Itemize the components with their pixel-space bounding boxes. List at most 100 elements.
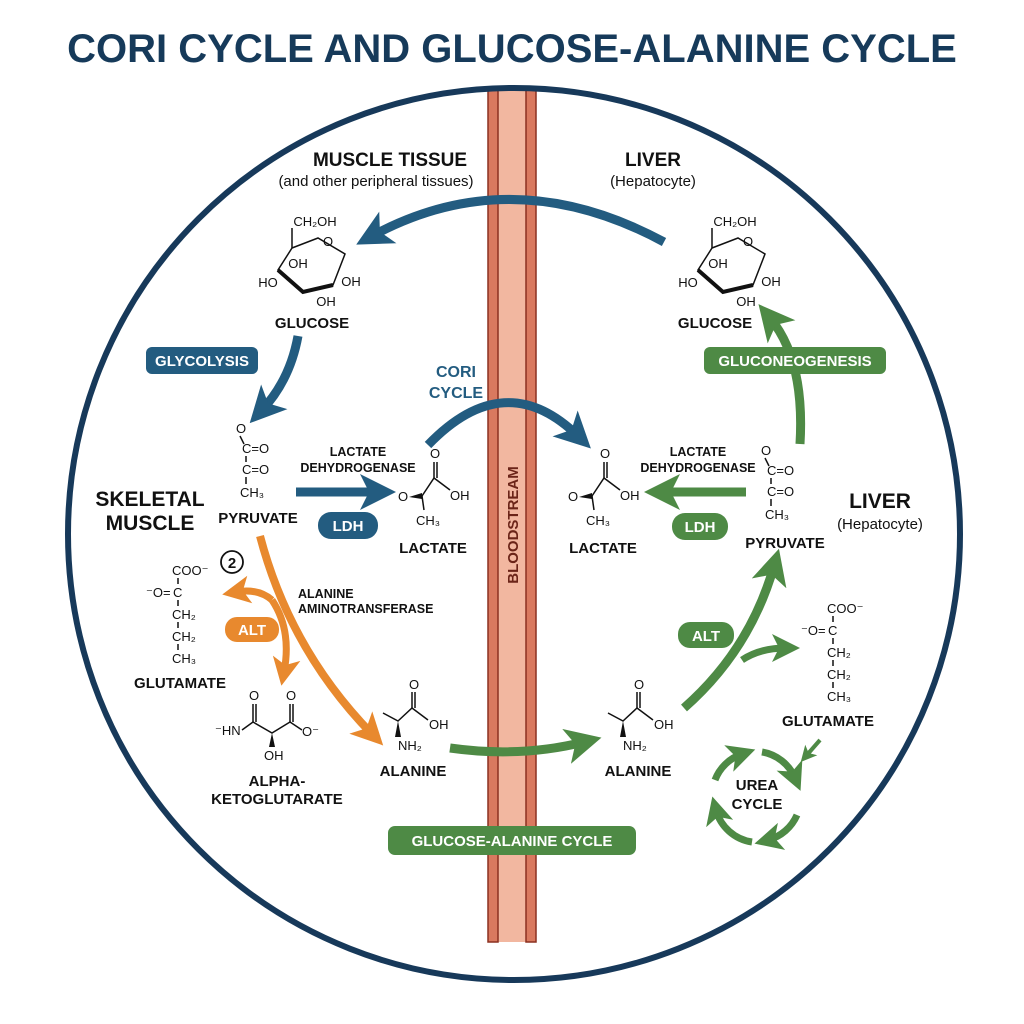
muscle-tissue-title: MUSCLE TISSUE [313, 150, 467, 171]
svg-text:OH: OH [654, 717, 674, 732]
svg-text:HO: HO [678, 275, 698, 290]
liver-title: LIVER [625, 150, 681, 171]
svg-text:O: O [236, 421, 246, 436]
glutamate-to-urea-arrow [800, 738, 822, 763]
alt-name-2: AMINOTRANSFERASE [298, 602, 433, 616]
liver-right-title: LIVER [849, 490, 911, 513]
svg-text:ALT: ALT [692, 628, 720, 645]
svg-text:OH: OH [620, 488, 640, 503]
svg-text:⁻O=: ⁻O= [801, 623, 826, 638]
svg-text:OH: OH [264, 748, 284, 763]
lactate-liver-structure: O O OH CH₃ LACTATE [568, 446, 640, 557]
muscle-tissue-subtitle: (and other peripheral tissues) [278, 173, 473, 190]
svg-text:O: O [430, 446, 440, 461]
alt-name-1: ALANINE [298, 587, 354, 601]
svg-text:OH: OH [761, 274, 781, 289]
cori-cycle-label-2: CYCLE [429, 385, 484, 402]
svg-text:C=O: C=O [242, 462, 269, 477]
svg-text:OH: OH [341, 274, 361, 289]
cell-boundary-circle [65, 85, 963, 983]
ldh-muscle-badge: LDH [318, 512, 378, 539]
cori-cycle-label-1: CORI [436, 364, 476, 381]
svg-text:CH₂: CH₂ [172, 629, 196, 644]
svg-text:CH₃: CH₃ [586, 513, 610, 528]
alanine-transport-arrow [449, 728, 602, 764]
svg-text:HO: HO [258, 275, 278, 290]
pyruvate-liver-structure: O C=O C=O CH₃ PYRUVATE [745, 443, 824, 552]
ldh-liver-name-1: LACTATE [670, 445, 726, 459]
glycolysis-badge: GLYCOLYSIS [146, 347, 258, 374]
svg-text:O: O [286, 688, 296, 703]
glutamate-produced-arrow [740, 634, 800, 663]
glutamate-liver-structure: COO⁻ ⁻O= C CH₂ CH₂ CH₃ GLUTAMATE [782, 601, 874, 730]
lactate-muscle-label: LACTATE [399, 540, 467, 557]
svg-text:CH₃: CH₃ [172, 651, 196, 666]
page-title: CORI CYCLE AND GLUCOSE-ALANINE CYCLE [67, 27, 957, 71]
svg-text:O: O [568, 489, 578, 504]
alanine-to-pyruvate-arrow [681, 548, 787, 712]
glycolysis-arrow [249, 335, 303, 424]
skeletal-muscle-label-1: SKELETAL [95, 488, 204, 511]
glutamate-muscle-label: GLUTAMATE [134, 675, 226, 692]
alpha-ketoglutarate-structure: ⁻HN O O O⁻ OH ALPHA- KETOGLUTARATE [211, 688, 343, 808]
pyruvate-muscle-label: PYRUVATE [218, 510, 297, 527]
svg-text:O: O [398, 489, 408, 504]
glutamate-liver-label: GLUTAMATE [782, 713, 874, 730]
urea-cycle: UREA CYCLE [706, 745, 803, 850]
svg-text:CH₃: CH₃ [240, 485, 264, 500]
svg-text:OH: OH [429, 717, 449, 732]
svg-text:LDH: LDH [333, 518, 364, 535]
svg-text:GLYCOLYSIS: GLYCOLYSIS [155, 353, 249, 370]
ldh-muscle-name-2: DEHYDROGENASE [300, 461, 415, 475]
svg-text:2: 2 [228, 555, 236, 572]
liver-subtitle: (Hepatocyte) [610, 173, 696, 190]
glucose-liver-structure: CH₂OH O OH HO OH OH GLUCOSE [678, 214, 781, 332]
glucose-liver-label: GLUCOSE [678, 315, 752, 332]
akg-label-1: ALPHA- [249, 773, 306, 790]
urea-cycle-label-1: UREA [736, 777, 779, 794]
svg-text:O: O [743, 234, 753, 249]
alanine-liver-label: ALANINE [605, 763, 672, 780]
lactate-liver-label: LACTATE [569, 540, 637, 557]
svg-text:⁻O=: ⁻O= [146, 585, 171, 600]
bloodstream-vessel: BLOODSTREAM [487, 89, 537, 943]
lactate-muscle-structure: O O OH CH₃ LACTATE [398, 446, 470, 557]
svg-text:O: O [409, 677, 419, 692]
svg-text:O: O [761, 443, 771, 458]
svg-text:CH₃: CH₃ [416, 513, 440, 528]
svg-text:CH₂OH: CH₂OH [713, 214, 756, 229]
svg-text:LDH: LDH [685, 519, 716, 536]
pyruvate-to-alanine-arrow [256, 534, 384, 746]
svg-text:CH₂: CH₂ [172, 607, 196, 622]
akg-produced-arrow [269, 598, 301, 686]
svg-text:O: O [249, 688, 259, 703]
ldh-muscle-name-1: LACTATE [330, 445, 386, 459]
svg-text:CH₂: CH₂ [827, 667, 851, 682]
alanine-muscle-label: ALANINE [380, 763, 447, 780]
bloodstream-label: BLOODSTREAM [505, 466, 522, 584]
svg-text:O: O [634, 677, 644, 692]
svg-text:OH: OH [450, 488, 470, 503]
ldh-liver-name-2: DEHYDROGENASE [640, 461, 755, 475]
svg-text:CH₃: CH₃ [827, 689, 851, 704]
svg-text:O: O [600, 446, 610, 461]
svg-text:O⁻: O⁻ [302, 724, 319, 739]
svg-text:ALT: ALT [238, 622, 266, 639]
svg-text:COO⁻: COO⁻ [172, 563, 208, 578]
svg-text:C: C [828, 623, 837, 638]
svg-text:O: O [323, 234, 333, 249]
svg-text:OH: OH [708, 256, 728, 271]
svg-text:CH₃: CH₃ [765, 507, 789, 522]
glutamate-muscle-structure: COO⁻ ⁻O= C CH₂ CH₂ CH₃ GLUTAMATE [134, 563, 226, 692]
svg-text:CH₂: CH₂ [827, 645, 851, 660]
svg-text:CH₂OH: CH₂OH [293, 214, 336, 229]
glucose-muscle-label: GLUCOSE [275, 315, 349, 332]
pyruvate-liver-label: PYRUVATE [745, 535, 824, 552]
svg-text:OH: OH [316, 294, 336, 309]
svg-text:NH₂: NH₂ [398, 738, 422, 753]
glucose-alanine-cycle-badge: GLUCOSE-ALANINE CYCLE [388, 826, 636, 855]
glutamate-consumed-arrow [222, 575, 275, 604]
liver-right-subtitle: (Hepatocyte) [837, 516, 923, 533]
step-2-marker: 2 [220, 550, 244, 574]
